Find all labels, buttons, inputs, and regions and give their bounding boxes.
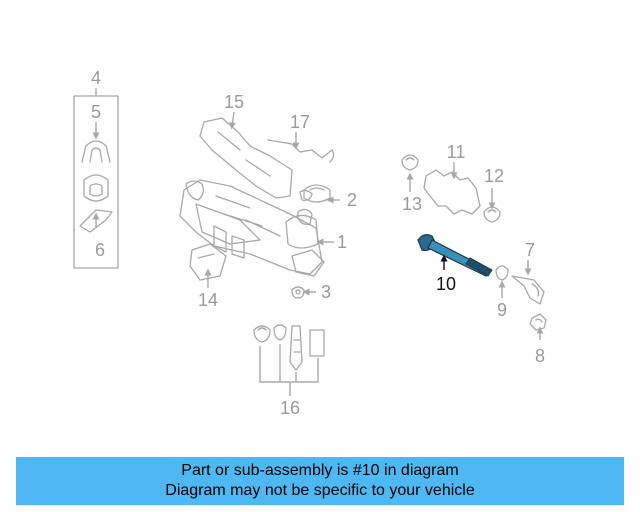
callout-7: 7	[525, 240, 535, 260]
callout-12: 12	[484, 166, 504, 186]
callout-5: 5	[91, 102, 101, 122]
banner-line-1: Part or sub-assembly is #10 in diagram	[181, 462, 459, 479]
callout-11: 11	[447, 142, 466, 162]
callout-4: 4	[91, 68, 101, 88]
callout-17: 17	[290, 112, 310, 132]
callout-10: 10	[436, 274, 456, 294]
callout-14: 14	[198, 290, 218, 310]
callout-8: 8	[535, 346, 545, 366]
info-banner: Part or sub-assembly is #10 in diagram D…	[16, 457, 624, 505]
rack-cover	[199, 117, 293, 199]
kit-16	[253, 324, 325, 396]
nut-9	[495, 265, 509, 281]
inner-tie-rod-10	[417, 234, 493, 277]
bracket-group-4	[73, 88, 119, 269]
callout-3: 3	[321, 282, 331, 302]
callout-13: 13	[402, 194, 422, 214]
callout-16: 16	[280, 398, 300, 418]
callout-6: 6	[95, 240, 105, 260]
callout-2: 2	[347, 190, 357, 210]
bushing-2	[303, 184, 331, 203]
parts-diagram: 4 5 6 15 17 2 1 3 14 11 12 13 10 7 9 8 1…	[73, 68, 547, 418]
nut-8	[529, 313, 547, 331]
callout-1: 1	[337, 232, 347, 252]
washer-3	[291, 286, 305, 299]
callout-15: 15	[224, 92, 244, 112]
banner-line-2: Diagram may not be specific to your vehi…	[165, 482, 475, 499]
callout-9: 9	[497, 300, 507, 320]
clamp-13	[401, 154, 419, 171]
mount-bracket-14	[189, 243, 227, 281]
rack-boot-11	[423, 169, 481, 215]
cable-17	[267, 139, 335, 163]
clamp-12	[483, 206, 501, 223]
steering-rack-assembly	[179, 179, 325, 277]
tie-rod-end-7	[511, 275, 545, 305]
